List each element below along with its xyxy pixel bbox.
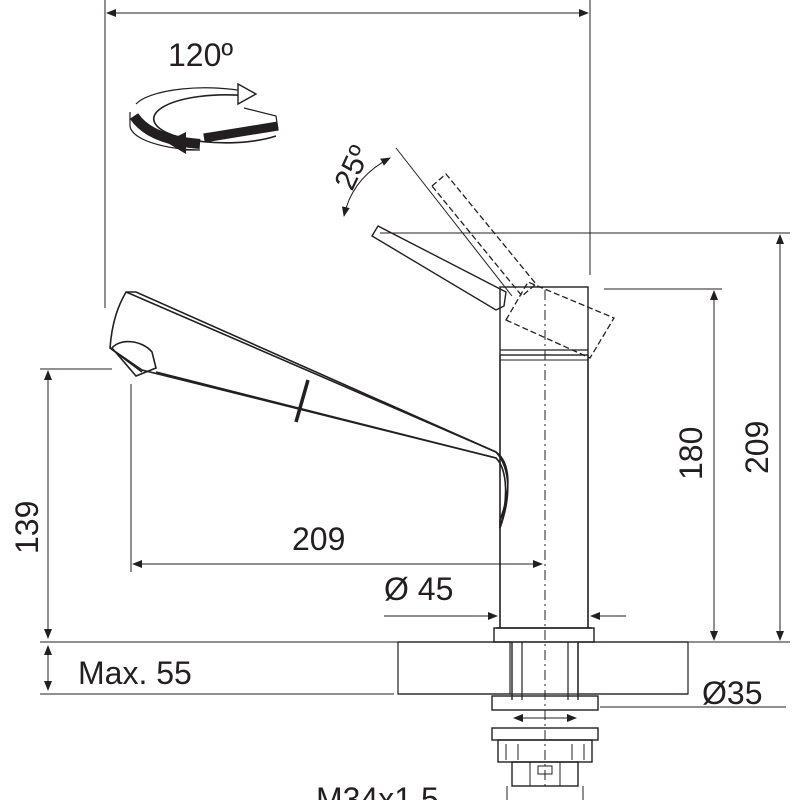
tilt-angle-label: 25º: [328, 141, 377, 195]
total-height-label: 209: [739, 421, 775, 474]
spout-reach-label: 209: [292, 521, 345, 557]
countertop-section: [397, 641, 689, 695]
rotation-angle-label: 120º: [168, 37, 233, 73]
lever-handle: [371, 225, 589, 356]
top-width-dimension: [104, 0, 591, 308]
rotation-arrow-icon: [129, 82, 279, 154]
right-height-dimensions: [380, 232, 790, 643]
faucet-body: [493, 355, 595, 643]
base-diameter-label: Ø 45: [384, 571, 453, 607]
mounting-shank: [491, 642, 599, 800]
thread-label: M34x1,5: [316, 781, 439, 800]
left-dimensions: [40, 368, 498, 695]
spout-lower-edge: [155, 371, 497, 459]
max-thickness-label: Max. 55: [78, 655, 192, 691]
faucet-spout: [109, 291, 509, 529]
lever-height-label: 180: [673, 427, 709, 480]
hole-diameter-label: Ø35: [702, 675, 762, 711]
spout-height-label: 139: [9, 501, 45, 554]
raised-lever-outline: [431, 173, 615, 359]
tilt-angle-dimension: [341, 147, 513, 297]
spout-reach-dimension: [130, 384, 543, 572]
